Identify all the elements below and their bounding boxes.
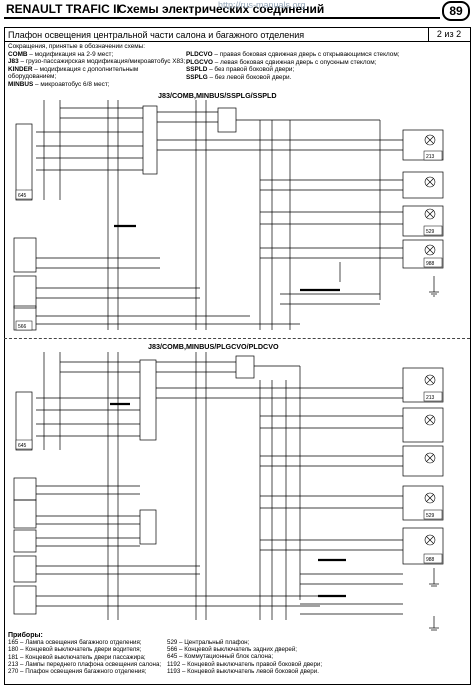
legend-item: 181 – Концевой выключатель двери пассажи… (8, 653, 146, 661)
abbreviations-right: PLDCVO – правая боковая сдвижная дверь с… (186, 51, 426, 81)
legend-item: 566 – Концевой выключатель задних дверей… (167, 646, 298, 654)
legend-item: 529 – Центральный плафон; (167, 639, 250, 646)
component-code: 529 (426, 513, 435, 519)
component-code: 213 (426, 395, 435, 401)
lamp-box (402, 445, 444, 477)
page-header: RENAULT TRAFIC II Схемы электрических со… (0, 0, 474, 21)
lamp-box-529 (402, 205, 444, 237)
lamp-icon (424, 534, 436, 546)
legend-item: 165 – Лампа освещения багажного отделени… (8, 639, 142, 647)
door-switch-mid (13, 275, 37, 309)
legend-item: 213 – Лампы переднего плафона освещения … (8, 660, 162, 668)
title-rule (4, 41, 470, 42)
watermark-url: http://rus-manuals.org (218, 0, 306, 10)
abbr-item: PLDCVO – правая боковая сдвижная дверь с… (186, 51, 400, 58)
lamp-icon (424, 492, 436, 504)
lamp-box (402, 407, 444, 443)
lamp-box-213 (402, 367, 444, 403)
lamp-box-213 (402, 129, 444, 161)
lamp-box-988 (402, 527, 444, 565)
door-switch (13, 529, 37, 553)
abbr-item: MINBUS – микроавтобус 6/8 мест; (8, 80, 110, 88)
brand-title: RENAULT TRAFIC II (6, 2, 120, 16)
door-switch-top (13, 237, 37, 273)
abbreviations-intro: Сокращения, принятые в обозначении схемы… (8, 43, 146, 50)
abbr-item: SSPLD – без правой боковой двери; (186, 66, 295, 74)
legend-item: 270 – Плафон освещения багажного отделен… (8, 668, 147, 676)
component-code: 645 (18, 443, 27, 449)
component-code: 529 (426, 229, 435, 235)
connector-block (217, 107, 237, 133)
component-code: 213 (426, 154, 435, 160)
connector-block (142, 105, 158, 175)
legend-item: 1193 – Концевой выключатель левой боково… (167, 667, 319, 675)
abbr-item: COMB – модификация на 2-9 мест; (8, 50, 114, 58)
lamp-icon (424, 244, 436, 256)
lamp-icon (424, 208, 436, 220)
bottom-section-label: J83/COMB,MINBUS/PLGCVO/PLDCVO (148, 342, 279, 351)
abbr-item: KINDER – модификация с дополнительным об… (8, 65, 139, 81)
door-switch (13, 555, 37, 583)
module-645-body (15, 123, 33, 201)
door-switch (13, 477, 37, 501)
legend-item: 180 – Концевой выключатель двери водител… (8, 646, 142, 654)
component-code: 988 (426, 261, 435, 267)
abbr-item: PLGCVO – левая боковая сдвижная дверь с … (186, 58, 377, 66)
chapter-title: Схемы электрических соединений (118, 2, 325, 16)
door-switch (13, 499, 37, 529)
legend-item: 645 – Коммутационный блок салона; (167, 653, 274, 661)
connector-block (139, 359, 157, 441)
component-code: 645 (18, 193, 27, 199)
connector-block (235, 355, 255, 379)
diagram-frame (4, 27, 471, 685)
lamp-box-529 (402, 485, 444, 521)
legend-item: 1192 – Концевой выключатель правой боков… (167, 660, 323, 668)
abbreviations-left: Сокращения, принятые в обозначении схемы… (8, 43, 186, 89)
abbr-item: J83 – грузо-пассажирская модификация/мик… (8, 58, 186, 66)
sheet-page-indicator: 2 из 2 (428, 28, 469, 41)
legend-head: Приборы: (8, 632, 43, 639)
section-divider (4, 338, 470, 339)
lamp-icon (424, 134, 436, 146)
lamp-icon (424, 414, 436, 426)
page-number-badge: 89 (442, 1, 470, 21)
component-code: 566 (18, 324, 27, 330)
header-rule (4, 17, 440, 19)
lamp-box-988 (402, 239, 444, 269)
top-section-label: J83/COMB,MINBUS/SSPLG/SSPLD (158, 91, 277, 100)
sheet-title: Плафон освещения центральной части салон… (8, 30, 305, 40)
abbr-item: SSPLG – без левой боковой двери. (186, 73, 292, 81)
lamp-icon (424, 374, 436, 386)
lamp-box (402, 171, 444, 199)
connector-block (139, 509, 157, 545)
module-645-body (15, 391, 33, 451)
lamp-icon (424, 452, 436, 464)
component-code: 988 (426, 557, 435, 563)
legend-left: Приборы: 165 – Лампа освещения багажного… (8, 632, 161, 675)
lamp-icon (424, 176, 436, 188)
legend-right: 529 – Центральный плафон; 566 – Концевой… (167, 639, 322, 675)
rear-door-switch (13, 585, 37, 615)
